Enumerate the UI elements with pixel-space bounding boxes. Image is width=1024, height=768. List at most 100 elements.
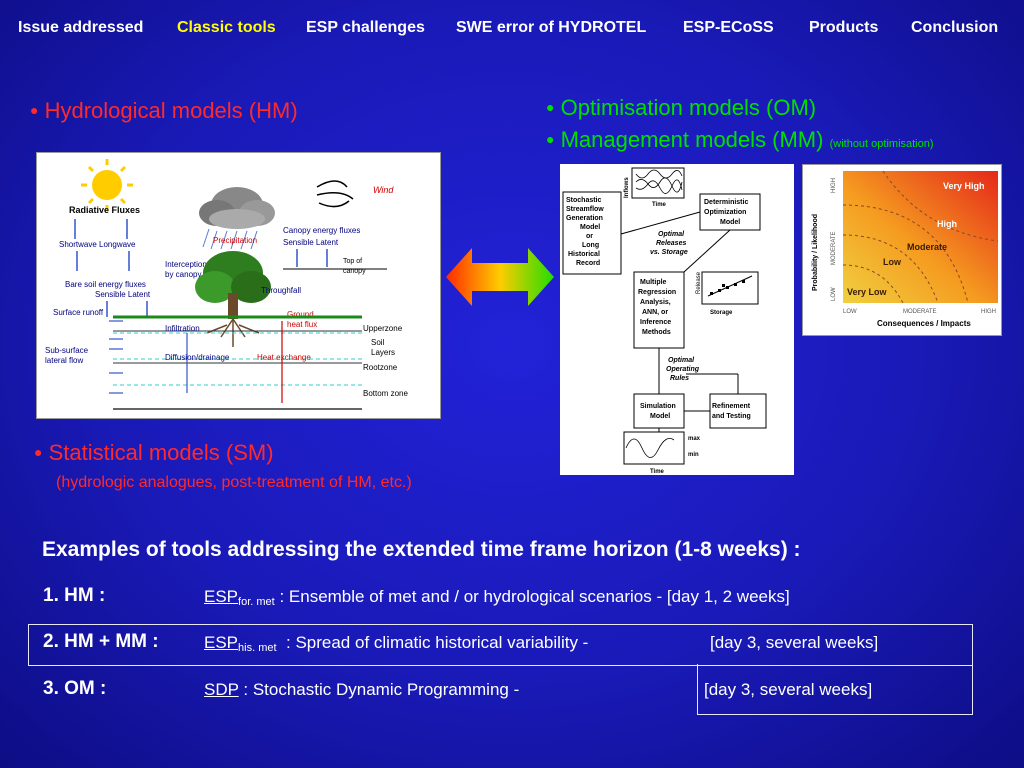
- stochastic-line-1: Streamflow: [566, 206, 604, 213]
- interception-label: Interception: [165, 260, 207, 269]
- row-1-content: ESPfor. met : Ensemble of met and / or h…: [204, 587, 790, 608]
- cloud-icon: [199, 187, 275, 229]
- regression-line-0: Multiple: [640, 279, 667, 286]
- storage-label: Storage: [710, 310, 733, 316]
- row-3-content: SDP : Stochastic Dynamic Programming -: [204, 680, 519, 700]
- canopy-label: Canopy energy fluxes: [283, 226, 360, 235]
- sm-note: (hydrologic analogues, post-treatment of…: [56, 474, 412, 491]
- stochastic-line-2: Generation: [566, 215, 603, 222]
- row-2-frame: [28, 624, 973, 666]
- simulation-line-1: Model: [650, 413, 670, 420]
- row-3-label: 3. OM :: [43, 678, 107, 699]
- row-2-sub: his. met: [238, 642, 277, 654]
- zone-very-high: Very High: [943, 181, 985, 191]
- row-1-label: 1. HM :: [43, 585, 106, 606]
- tree-icon: [195, 251, 271, 347]
- baresoil-label: Bare soil energy fluxes: [65, 280, 146, 289]
- regression-line-5: Methods: [642, 329, 671, 336]
- shortwave-label: Shortwave Longwave: [59, 240, 136, 249]
- stochastic-line-3: Model: [580, 224, 600, 231]
- refinement-box: [709, 393, 767, 429]
- heatflux-label: heat flux: [287, 320, 317, 329]
- regression-line-3: ANN, or: [642, 309, 668, 316]
- optimal-rules-0: Optimal: [668, 357, 695, 364]
- throughfall-label: Throughfall: [261, 286, 301, 295]
- stochastic-line-4: or: [586, 233, 593, 240]
- stochastic-box: [562, 191, 622, 275]
- diffusion-label: Diffusion/drainage: [165, 353, 230, 362]
- regression-line-4: Inference: [640, 319, 671, 326]
- row-1-sub: for. met: [238, 596, 275, 608]
- canopy-label-2: Sensible Latent: [283, 238, 339, 247]
- sm-heading: ● Statistical models (SM): [34, 440, 274, 466]
- release-label: Release: [696, 271, 702, 294]
- row-3-abbr: SDP: [204, 680, 239, 699]
- zone-low: Low: [883, 257, 902, 267]
- min-label: min: [688, 452, 699, 458]
- sun-icon: [81, 159, 133, 211]
- optimal-releases-0: Optimal: [658, 231, 685, 238]
- top-canopy-label: Top of: [343, 258, 362, 265]
- examples-title: Examples of tools addressing the extende…: [42, 538, 801, 561]
- row-2-label: 2. HM + MM :: [43, 631, 159, 652]
- optimal-rules-2: Rules: [670, 375, 689, 382]
- upperzone-label: Upperzone: [363, 324, 403, 333]
- bullet-icon: ●: [34, 444, 43, 460]
- lateral-label: lateral flow: [45, 356, 83, 365]
- om-heading: ● Optimisation models (OM): [546, 95, 816, 121]
- nav-esp-challenges[interactable]: ESP challenges: [306, 19, 425, 36]
- risk-ytick-low: LOW: [831, 287, 837, 301]
- runoff-label: Surface runoff: [53, 308, 104, 317]
- regression-line-1: Regression: [638, 289, 676, 296]
- wind-label: Wind: [373, 185, 394, 195]
- risk-xlabel: Consequences / Impacts: [877, 319, 971, 328]
- risk-xtick-high: HIGH: [981, 309, 996, 315]
- row-3-range-frame: [697, 664, 973, 715]
- stochastic-line-7: Record: [576, 260, 600, 267]
- inflows-label: Inflows: [624, 177, 630, 198]
- hm-label: Hydrological models (HM): [44, 98, 298, 123]
- zone-high: High: [937, 219, 957, 229]
- row-2-content: ESPhis. met : Spread of climatic histori…: [204, 633, 588, 654]
- nav-classic-tools[interactable]: Classic tools: [177, 19, 276, 36]
- mm-label: Management models (MM): [560, 127, 824, 152]
- row-1-desc: : Ensemble of met and / or hydrological …: [279, 587, 790, 606]
- nav-swe-error[interactable]: SWE error of HYDROTEL: [456, 19, 647, 36]
- row-2-range: [day 3, several weeks]: [710, 633, 879, 652]
- wind-icon: [316, 180, 354, 208]
- soil-label: Soil: [371, 338, 385, 347]
- stochastic-line-0: Stochastic: [566, 197, 602, 204]
- simulation-line-0: Simulation: [640, 403, 676, 410]
- deterministic-line-0: Deterministic: [704, 199, 748, 206]
- risk-matrix-figure: Very Low Low Moderate High Very High Pro…: [802, 164, 1002, 336]
- stochastic-line-6: Historical: [568, 251, 600, 258]
- subsurface-label: Sub-surface: [45, 346, 89, 355]
- layers-label: Layers: [371, 348, 395, 357]
- optimal-releases-2: vs. Storage: [650, 249, 688, 256]
- nav-esp-ecoss[interactable]: ESP-ECoSS: [683, 19, 774, 36]
- max-label: max: [688, 436, 701, 442]
- nav-conclusion[interactable]: Conclusion: [911, 19, 999, 36]
- nav-products[interactable]: Products: [809, 19, 879, 36]
- hm-heading: ● Hydrological models (HM): [30, 98, 298, 124]
- time-label: Time: [652, 202, 667, 208]
- nav-issue-addressed[interactable]: Issue addressed: [18, 19, 144, 36]
- ground-label: Ground: [287, 310, 314, 319]
- infiltration-label: Infiltration: [165, 324, 200, 333]
- optimal-releases-1: Releases: [656, 240, 686, 247]
- om-label: Optimisation models (OM): [560, 95, 817, 120]
- zone-very-low: Very Low: [847, 287, 888, 297]
- optimization-flowchart: Stochastic Streamflow Generation Model o…: [560, 164, 794, 475]
- refinement-line-1: and Testing: [712, 413, 751, 420]
- precip-label: Precipitation: [213, 236, 257, 245]
- rootzone-label: Rootzone: [363, 363, 398, 372]
- row-3-range: [day 3, several weeks]: [704, 680, 873, 699]
- mm-note: (without optimisation): [829, 138, 934, 150]
- bycanopy-label: by canopy: [165, 270, 201, 279]
- mm-heading: ● Management models (MM) (without optimi…: [546, 127, 934, 153]
- row-2-desc: : Spread of climatic historical variabil…: [286, 633, 589, 652]
- regression-line-2: Analysis,: [640, 299, 671, 306]
- sm-label: Statistical models (SM): [48, 440, 274, 465]
- bullet-icon: ●: [546, 131, 555, 147]
- risk-ytick-high: HIGH: [831, 178, 837, 193]
